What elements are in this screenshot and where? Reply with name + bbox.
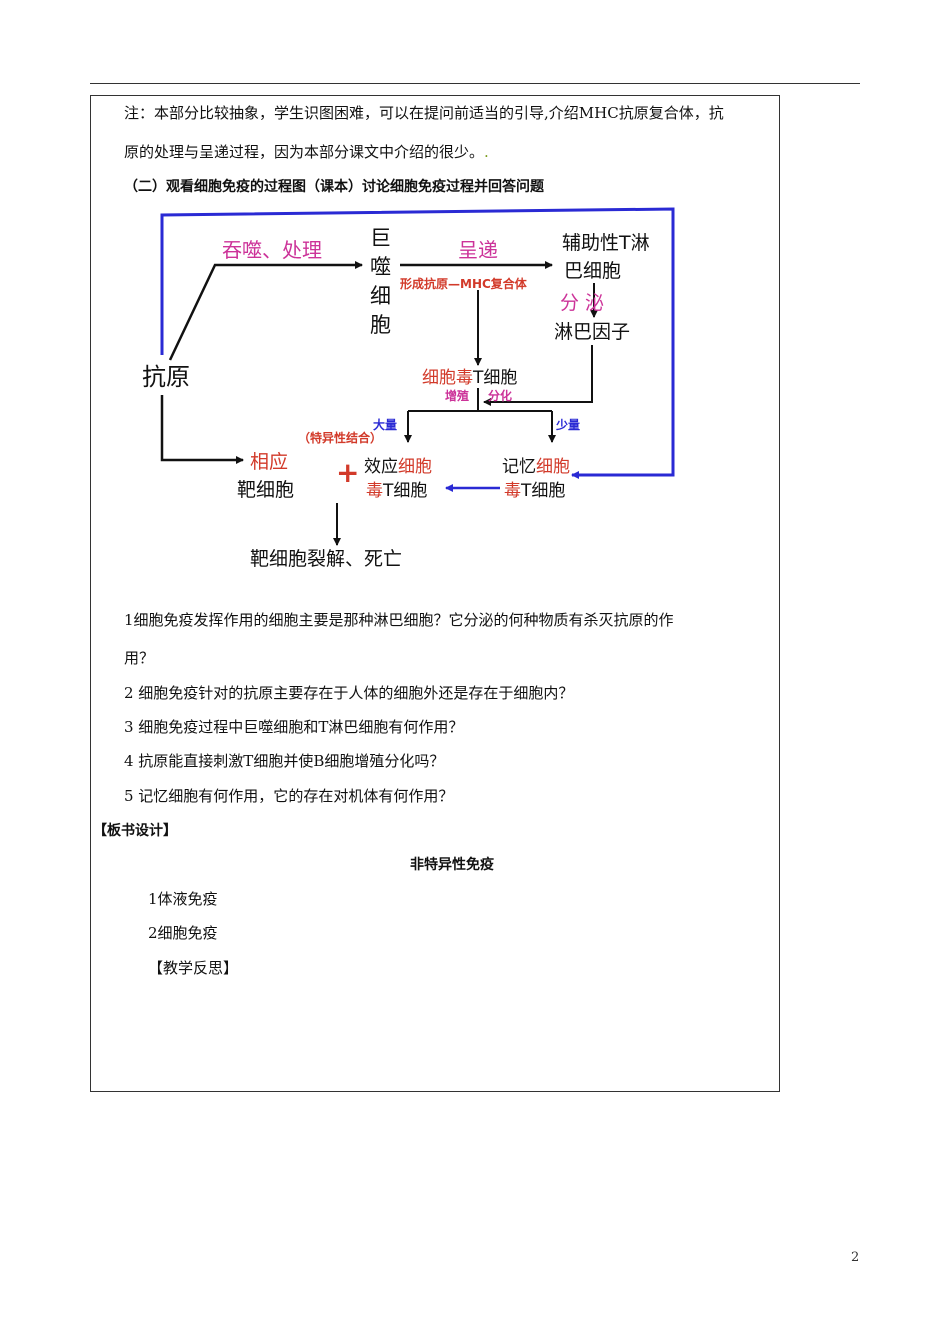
question-5: 5 记忆细胞有何作用，它的存在对机体有何作用？ — [124, 787, 454, 805]
content-frame — [90, 95, 780, 1092]
antigen-label: 抗原 — [142, 363, 190, 391]
proliferate-label: 增殖 — [445, 388, 469, 403]
swallow-process-label: 吞噬、处理 — [222, 238, 322, 262]
effector-label-2: 毒T细胞 — [366, 481, 427, 501]
question-3: 3 细胞免疫过程中巨噬细胞和T淋巴细胞有何作用？ — [124, 718, 464, 736]
effector-label-1: 效应细胞 — [364, 457, 432, 477]
mhc-complex-label: 形成抗原—MHC复合体 — [400, 276, 528, 291]
board-design-heading: 【板书设计】 — [93, 823, 177, 839]
memory-label-1: 记忆细胞 — [502, 457, 570, 477]
corresponding-label: 相应 — [250, 451, 288, 473]
large-amount-label: 大量 — [373, 417, 397, 432]
question-4: 4 抗原能直接刺激T细胞并使B细胞增殖分化吗？ — [124, 752, 445, 770]
board-title: 非特异性免疫 — [410, 857, 494, 873]
note-line-1: 注：本部分比较抽象，学生识图困难，可以在提问前适当的引导,介绍MHC抗原复合体，… — [124, 104, 724, 122]
lysis-label: 靶细胞裂解、死亡 — [250, 548, 402, 570]
differentiate-label: 分化 — [488, 388, 512, 403]
plus-icon: + — [336, 456, 359, 489]
helper-t-line-2: 巴细胞 — [564, 260, 621, 282]
question-1-line-2: 用？ — [124, 649, 155, 667]
small-amount-label: 少量 — [555, 417, 580, 432]
macrophage-char-1: 巨 — [370, 226, 391, 250]
teaching-reflection-heading: 【教学反思】 — [148, 959, 239, 977]
specific-binding-label: （特异性结合） — [298, 430, 382, 445]
cell-immunity-diagram: 抗原 吞噬、处理 巨 噬 细 胞 呈递 辅助性T淋 巴细胞 形成抗原—MHC复合… — [142, 207, 675, 570]
arrow-lymphokine-to-cytotoxic — [483, 345, 593, 406]
page-number: 2 — [851, 1250, 860, 1265]
memory-label-2: 毒T细胞 — [504, 481, 565, 501]
section-heading: （二）观看细胞免疫的过程图（课本）讨论细胞免疫过程并回答问题 — [124, 179, 544, 195]
blue-loop-arrow — [160, 207, 675, 479]
note-line-2: 原的处理与呈递过程，因为本部分课文中介绍的很少。. — [124, 143, 489, 161]
header-rule — [90, 83, 860, 84]
lymphokine-label: 淋巴因子 — [554, 321, 630, 343]
question-1-line-1: 1细胞免疫发挥作用的细胞主要是那种淋巴细胞？它分泌的何种物质有杀灭抗原的作 — [124, 611, 674, 629]
board-item-2: 2细胞免疫 — [148, 924, 218, 942]
arrow-antigen-to-macrophage — [168, 261, 363, 361]
arrow-antigen-to-target — [160, 395, 244, 464]
macrophage-char-4: 胞 — [370, 313, 391, 337]
macrophage-char-2: 噬 — [370, 255, 391, 279]
macrophage-char-3: 细 — [370, 284, 391, 308]
helper-t-line-1: 辅助性T淋 — [562, 232, 650, 254]
board-item-1: 1体液免疫 — [148, 890, 218, 908]
target-cell-label: 靶细胞 — [237, 479, 294, 501]
cytotoxic-t-label: 细胞毒T细胞 — [422, 368, 517, 388]
present-label: 呈递 — [458, 238, 498, 262]
question-2: 2 细胞免疫针对的抗原主要存在于人体的细胞外还是存在于细胞内？ — [124, 684, 574, 702]
secrete-label: 分 泌 — [560, 292, 604, 314]
